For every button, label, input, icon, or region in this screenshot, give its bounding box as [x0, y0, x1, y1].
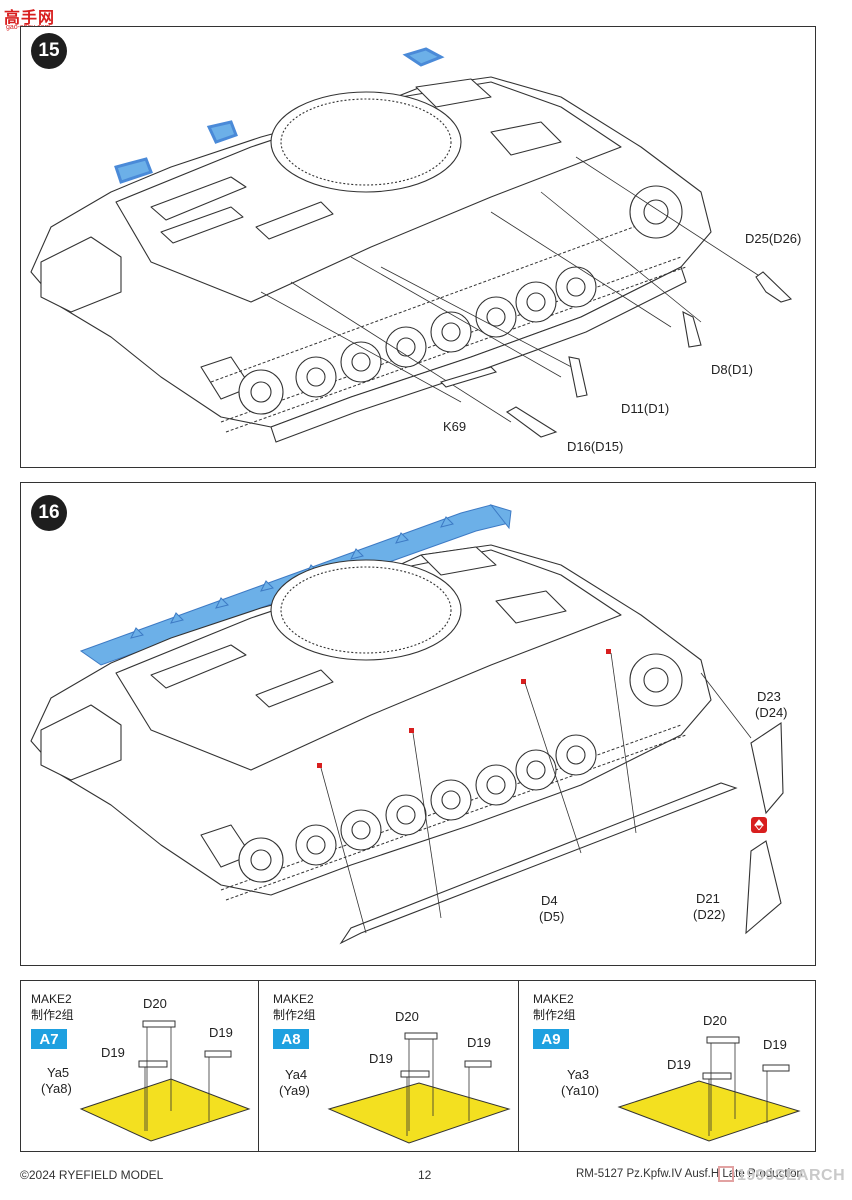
subassembly-a9: MAKE2 制作2组 A9 D20 D19 D19 Ya3 (Ya10) — [518, 980, 816, 1152]
subassembly-a7: MAKE2 制作2组 A7 D20 D19 D19 Ya5 (Ya8) — [20, 980, 260, 1152]
part-d4 — [339, 782, 738, 945]
part-right-label: D19 — [763, 1037, 787, 1052]
part-left-label: D19 — [101, 1045, 125, 1060]
label-d5: (D5) — [539, 909, 565, 924]
rear-plate — [40, 236, 122, 313]
label-k69: K69 — [443, 419, 467, 434]
label-d16: D16(D15) — [567, 439, 624, 454]
label-d22: (D22) — [693, 907, 726, 922]
part-d8 — [682, 311, 702, 348]
subassembly-tag: A7 — [31, 1029, 67, 1049]
footer-page-number: 12 — [418, 1168, 432, 1182]
plate-label: Ya5 — [47, 1065, 70, 1080]
step-16-badge: 16 — [31, 495, 67, 531]
watermark-square-icon — [718, 1166, 734, 1182]
part-left-label: D19 — [667, 1057, 691, 1072]
plate-alt-label: (Ya8) — [41, 1081, 72, 1096]
part-top-label: D20 — [703, 1013, 727, 1028]
step-16-panel: 16 — [20, 482, 816, 966]
part-top-label: D20 — [143, 996, 167, 1011]
step-15-drawing — [30, 47, 793, 443]
part-left-label: D19 — [369, 1051, 393, 1066]
label-d23: D23 — [757, 689, 781, 704]
plate-label: Ya3 — [567, 1067, 590, 1082]
make-label: MAKE2 — [31, 992, 72, 1006]
watermark-bottom: 1999SEARCH — [718, 1166, 845, 1185]
plate-alt-label: (Ya9) — [279, 1083, 310, 1098]
make-label-cn: 制作2组 — [533, 1008, 576, 1022]
hatch-right — [490, 121, 562, 156]
turret-ring — [270, 91, 462, 193]
part-right-label: D19 — [467, 1035, 491, 1050]
subassembly-tag: A9 — [533, 1029, 569, 1049]
make-label: MAKE2 — [533, 992, 574, 1006]
footer-copyright: ©2024 RYEFIELD MODEL — [20, 1168, 164, 1182]
make-label-cn: 制作2组 — [31, 1008, 74, 1022]
hatch-left — [415, 78, 492, 108]
label-d25: D25(D26) — [745, 231, 802, 246]
part-d16 — [505, 406, 558, 438]
subassembly-a8-drawing — [327, 1032, 511, 1144]
subassembly-tag: A8 — [273, 1029, 309, 1049]
step-16-drawing — [30, 504, 784, 945]
make-label: MAKE2 — [273, 992, 314, 1006]
part-d21 — [745, 840, 782, 935]
label-d8: D8(D1) — [711, 362, 753, 377]
plate-label: Ya4 — [285, 1067, 308, 1082]
grille-2 — [255, 201, 334, 240]
label-d4: D4 — [541, 893, 558, 908]
step-15-badge: 15 — [31, 33, 67, 69]
subassembly-a8: MAKE2 制作2组 A8 D20 D19 D19 Ya4 (Ya9) — [258, 980, 520, 1152]
part-d23 — [750, 721, 784, 815]
label-d21: D21 — [696, 891, 720, 906]
step-15-panel: 15 — [20, 26, 816, 468]
watermark-text: 高手网 — [4, 8, 56, 27]
footer-product: RM-5127 Pz.Kpfw.IV Ausf.H Late Productio… — [576, 1168, 803, 1180]
part-d25 — [755, 271, 793, 303]
turret-ring-16 — [270, 559, 462, 661]
part-d11 — [568, 356, 588, 398]
subassembly-a7-drawing — [79, 1020, 251, 1142]
grille-1 — [150, 176, 247, 221]
part-right-label: D19 — [209, 1025, 233, 1040]
subassembly-a9-drawing — [617, 1036, 801, 1142]
part-k69 — [439, 366, 498, 388]
part-top-label: D20 — [395, 1009, 419, 1024]
plate-alt-label: (Ya10) — [561, 1083, 600, 1098]
make-label-cn: 制作2组 — [273, 1008, 316, 1022]
label-d24: (D24) — [755, 705, 788, 720]
watermark-bottom-text: 1999SEARCH — [737, 1167, 846, 1184]
label-d11: D11(D1) — [621, 401, 670, 416]
